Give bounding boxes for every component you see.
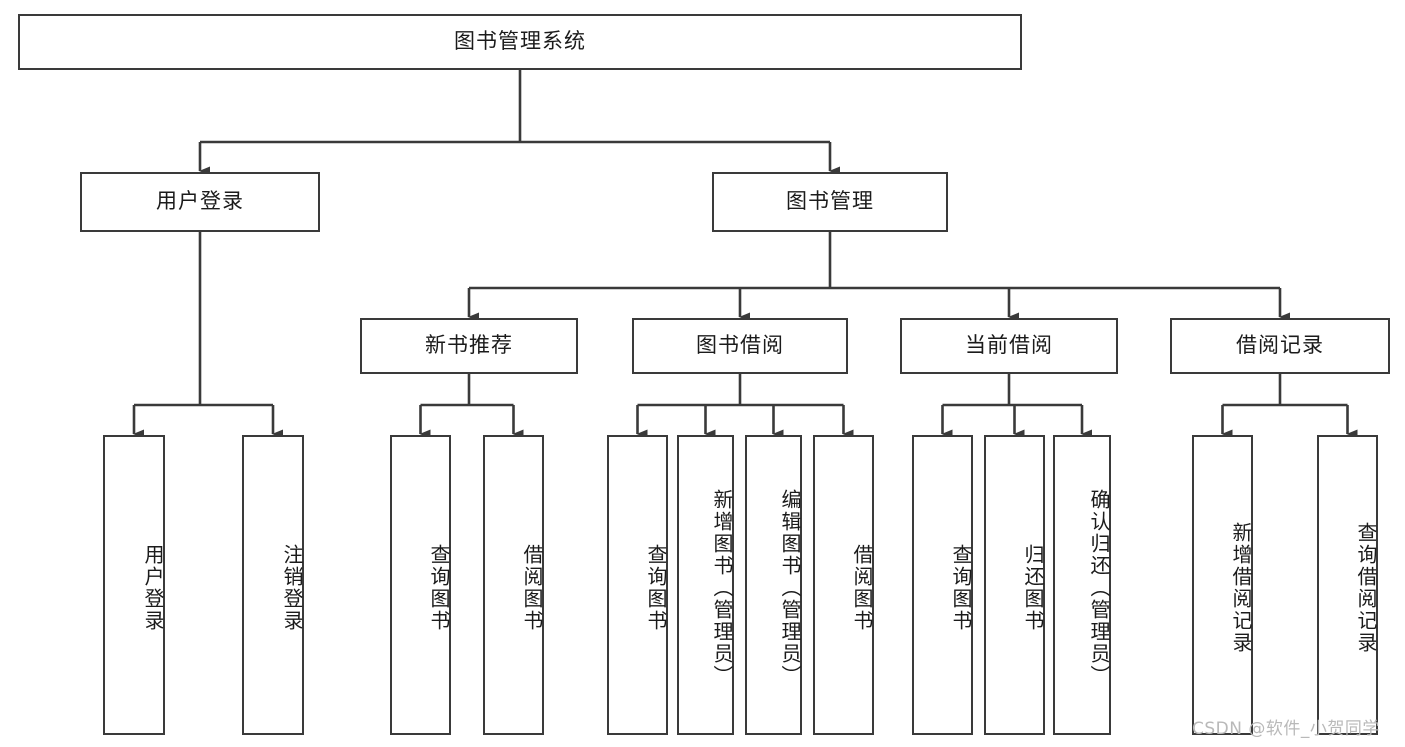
node-book-borrow[interactable]: 图书借阅: [632, 318, 848, 374]
node-leaf-query-book-3[interactable]: 查询图书: [912, 435, 973, 735]
leaf-label: 新增借阅记录: [1229, 522, 1253, 654]
node-leaf-confirm-return[interactable]: 确认归还（管理员）: [1053, 435, 1111, 735]
leaf-label: 查询图书: [949, 544, 973, 632]
node-leaf-query-book-1[interactable]: 查询图书: [390, 435, 451, 735]
leaf-label: 查询借阅记录: [1354, 522, 1378, 654]
leaf-label: 查询图书: [644, 544, 668, 632]
leaf-label: 借阅图书: [520, 544, 544, 632]
node-leaf-edit-book[interactable]: 编辑图书（管理员）: [745, 435, 802, 735]
leaf-label: 用户登录: [141, 544, 165, 632]
node-leaf-borrow-book-2[interactable]: 借阅图书: [813, 435, 874, 735]
leaf-label: 新增图书（管理员）: [710, 489, 734, 687]
node-leaf-borrow-book-1[interactable]: 借阅图书: [483, 435, 544, 735]
node-leaf-query-record[interactable]: 查询借阅记录: [1317, 435, 1378, 735]
leaf-label: 编辑图书（管理员）: [778, 489, 802, 687]
leaf-label: 确认归还（管理员）: [1087, 489, 1111, 687]
node-leaf-add-book[interactable]: 新增图书（管理员）: [677, 435, 734, 735]
node-leaf-user-login[interactable]: 用户登录: [103, 435, 165, 735]
leaf-label: 归还图书: [1021, 544, 1045, 632]
node-leaf-return-book[interactable]: 归还图书: [984, 435, 1045, 735]
leaf-label: 查询图书: [427, 544, 451, 632]
leaf-label: 注销登录: [280, 544, 304, 632]
node-new-book-recommend[interactable]: 新书推荐: [360, 318, 578, 374]
watermark-text: CSDN @软件_小贺同学: [1192, 719, 1380, 739]
node-leaf-query-book-2[interactable]: 查询图书: [607, 435, 668, 735]
node-borrow-record[interactable]: 借阅记录: [1170, 318, 1390, 374]
node-book-manage[interactable]: 图书管理: [712, 172, 948, 232]
node-leaf-add-record[interactable]: 新增借阅记录: [1192, 435, 1253, 735]
node-root[interactable]: 图书管理系统: [18, 14, 1022, 70]
node-leaf-logout[interactable]: 注销登录: [242, 435, 304, 735]
node-current-borrow[interactable]: 当前借阅: [900, 318, 1118, 374]
node-user-login[interactable]: 用户登录: [80, 172, 320, 232]
leaf-label: 借阅图书: [850, 544, 874, 632]
